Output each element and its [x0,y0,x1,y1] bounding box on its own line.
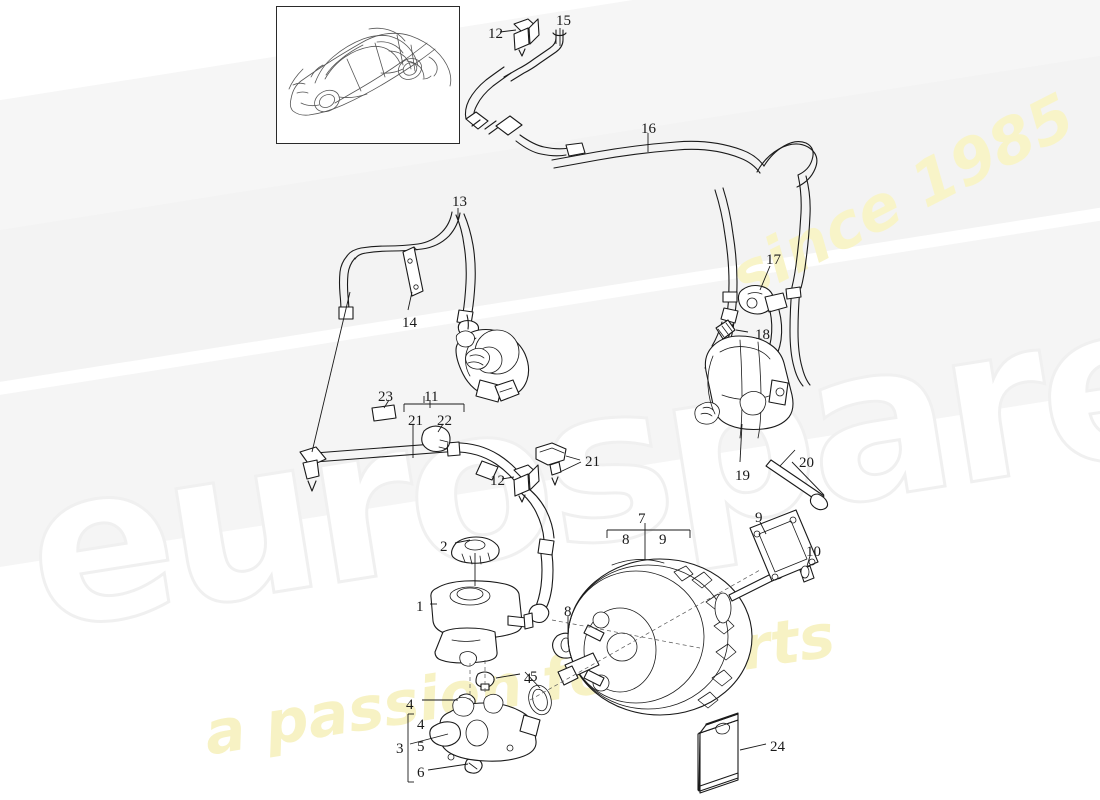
vehicle-thumbnail [276,6,460,144]
callout-grommet: 8 [564,604,572,620]
booster-axis [529,569,761,701]
callout-master-cylinder-assembly: 3 [396,741,404,757]
callout-nut: 10 [806,544,821,560]
callout-brake-booster-variant-9: 9 [659,532,667,548]
callout-screw-plug: 6 [417,765,425,781]
callout-bolt-20: 20 [799,455,814,471]
part-21-clip-right [535,442,567,486]
callout-line-clip-group: 11 [424,389,439,405]
part-14-bracket [402,246,424,297]
callout-vacuum-pump-19: 19 [735,468,750,484]
part-11-line-assembly [299,441,555,624]
part-12-retaining-clip-top [513,18,540,57]
callout-clamp-18: 18 [755,327,770,343]
vehicle-line-art [288,27,452,116]
part-20-bolt [765,459,829,511]
part-15-vacuum-hose [464,29,586,157]
callout-bracket-14: 14 [402,315,417,331]
callout-brake-fluid-can-24: 24 [770,739,785,755]
part-18-clamp [715,319,736,340]
part-3-master-cylinder [429,693,541,762]
part-23-label-plate [371,404,397,422]
callout-brake-booster-group: 7 [638,511,646,527]
callout-o-ring: 5 [530,669,538,685]
part-22-grommet [421,425,451,453]
callout-sealing-plug: 4 [417,717,425,733]
callout-vacuum-line-13: 13 [452,194,467,210]
callout-reservoir-cap: 2 [440,539,448,555]
part-4-sealing-plug-a [475,671,495,691]
part-5-o-ring [528,684,552,716]
part-9-gasket [749,509,819,582]
part-16-vacuum-line [551,140,818,387]
callout-vacuum-line-16: 16 [641,121,656,137]
part-2-reservoir-cap [450,536,500,565]
part-12-retaining-clip-mid [513,464,540,503]
callout-label-plate-23: 23 [378,389,393,405]
callout-clip: 21 [408,413,423,429]
callout-retaining-clip: 12 [488,26,503,42]
callout-retaining-clip: 12 [490,473,505,489]
callout-sealing-plug: 4 [524,671,532,687]
part-1-fluid-reservoir [430,580,534,667]
leader-lines [311,28,825,783]
callout-gasket: 9 [755,510,763,526]
callout-vacuum-connector-17: 17 [766,252,781,268]
part-24-fluid-can [697,712,739,794]
callout-clip: 21 [585,454,600,470]
callout-grommet-22: 22 [437,413,452,429]
callout-brake-fluid-reservoir: 1 [416,599,424,615]
callout-o-ring: 5 [417,739,425,755]
callout-brake-booster-variant-8: 8 [622,532,630,548]
part-19-vacuum-reservoir [694,335,794,439]
callout-vacuum-hose-15: 15 [556,13,571,29]
vacuum-pump-body [455,314,530,403]
part-10-nut [799,565,815,583]
callout-sealing-plug: 4 [406,697,414,713]
part-7-brake-booster [557,558,785,716]
